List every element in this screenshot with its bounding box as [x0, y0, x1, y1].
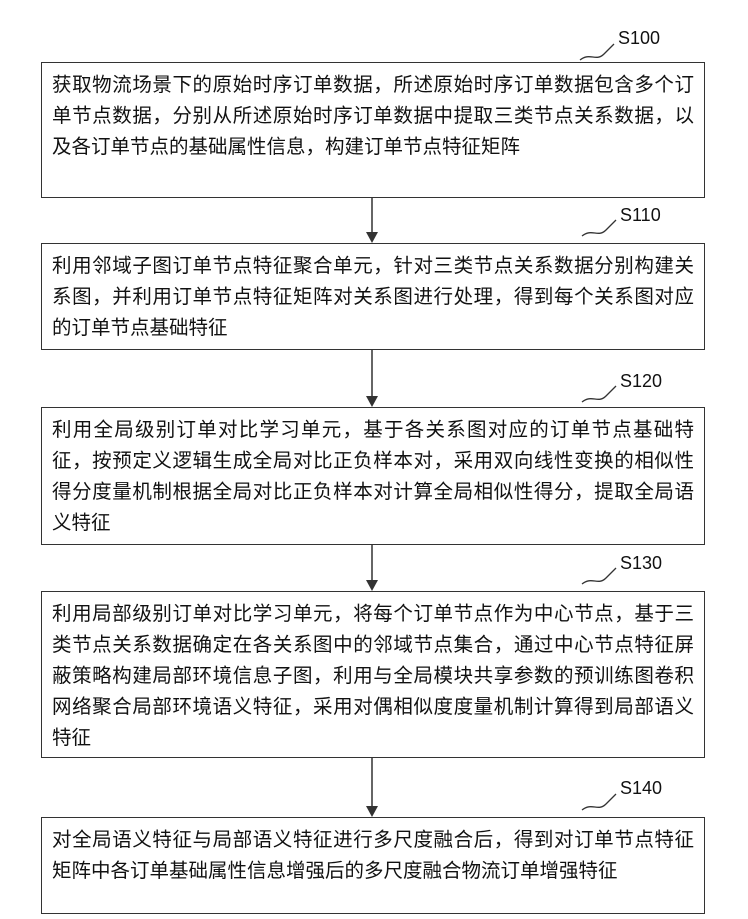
step-text-s120: 利用全局级别订单对比学习单元，基于各关系图对应的订单节点基础特征，按预定义逻辑生… — [52, 414, 694, 538]
step-text-s130: 利用局部级别订单对比学习单元，将每个订单节点作为中心节点，基于三类节点关系数据确… — [52, 598, 694, 753]
step-box-s120: 利用全局级别订单对比学习单元，基于各关系图对应的订单节点基础特征，按预定义逻辑生… — [41, 407, 705, 545]
step-text-s100: 获取物流场景下的原始时序订单数据，所述原始时序订单数据包含多个订单节点数据，分别… — [52, 69, 694, 162]
arrow-s100-s110 — [366, 198, 378, 243]
step-box-s140: 对全局语义特征与局部语义特征进行多尺度融合后，得到对订单节点特征矩阵中各订单基础… — [41, 817, 705, 914]
step-box-s110: 利用邻域子图订单节点特征聚合单元，针对三类节点关系数据分别构建关系图，并利用订单… — [41, 243, 705, 350]
step-text-s110: 利用邻域子图订单节点特征聚合单元，针对三类节点关系数据分别构建关系图，并利用订单… — [52, 250, 694, 343]
step-label-s110: S110 — [620, 205, 661, 226]
step-label-s120: S120 — [620, 371, 662, 392]
step-label-s100: S100 — [618, 28, 660, 49]
leader-s140 — [582, 794, 616, 810]
step-box-s100: 获取物流场景下的原始时序订单数据，所述原始时序订单数据包含多个订单节点数据，分别… — [41, 62, 705, 198]
leader-s110 — [582, 220, 616, 236]
leader-s130 — [582, 568, 616, 584]
arrow-s130-s140 — [366, 758, 378, 817]
arrow-s110-s120 — [366, 350, 378, 407]
leader-s100 — [580, 44, 614, 60]
step-text-s140: 对全局语义特征与局部语义特征进行多尺度融合后，得到对订单节点特征矩阵中各订单基础… — [52, 824, 694, 886]
step-box-s130: 利用局部级别订单对比学习单元，将每个订单节点作为中心节点，基于三类节点关系数据确… — [41, 591, 705, 758]
step-label-s130: S130 — [620, 553, 662, 574]
leader-s120 — [582, 386, 616, 402]
arrow-s120-s130 — [366, 545, 378, 591]
step-label-s140: S140 — [620, 778, 662, 799]
